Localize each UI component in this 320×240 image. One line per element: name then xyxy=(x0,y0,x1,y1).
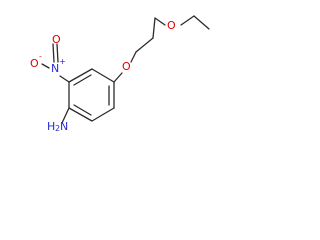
molecule-diagram: O O N + O O - H 2 N xyxy=(30,15,210,133)
ring-bond-c2-c3 xyxy=(68,68,93,83)
nitro-oxygen-left: O xyxy=(30,57,39,70)
nitro-plus-charge: + xyxy=(59,57,66,66)
amine-nitrogen: N xyxy=(60,120,68,133)
bond-n-o-nitro-top-double xyxy=(56,43,59,63)
ring-bond-c6-c1 xyxy=(68,107,93,122)
bond-ethyl-ch3 xyxy=(193,15,210,30)
ring-bond-c5-c6 xyxy=(91,107,115,122)
structure-canvas: O O N + O O - H 2 N xyxy=(0,0,220,155)
bond-c1-n-amine xyxy=(61,107,70,124)
amine-hydrogens: H xyxy=(47,120,55,133)
bond-n-o-nitro-left xyxy=(41,63,50,69)
bond-ethyl-ch2 xyxy=(180,15,195,26)
ether-oxygen-ring: O xyxy=(122,60,131,73)
bond-o-ring-c4 xyxy=(113,72,123,83)
bond-c2-n-nitro xyxy=(59,75,70,83)
nitro-nitrogen: N xyxy=(51,62,59,75)
bond-ch2-ch2 xyxy=(135,37,154,53)
nitro-minus-charge: - xyxy=(39,52,42,61)
ring-double-c6-c1 xyxy=(73,104,92,116)
ring-bond-c3-c4 xyxy=(91,68,115,83)
bond-o-ch2-right xyxy=(154,17,166,26)
bond-n-o-nitro-top xyxy=(52,43,55,63)
nitro-oxygen-top: O xyxy=(52,33,61,46)
bond-o-ch2-left xyxy=(152,17,156,39)
ether-oxygen-top: O xyxy=(167,19,176,32)
bond-ch2-o-ring xyxy=(130,51,137,63)
amine-h-count: 2 xyxy=(55,124,60,133)
ring-double-c2-c3 xyxy=(73,74,92,86)
